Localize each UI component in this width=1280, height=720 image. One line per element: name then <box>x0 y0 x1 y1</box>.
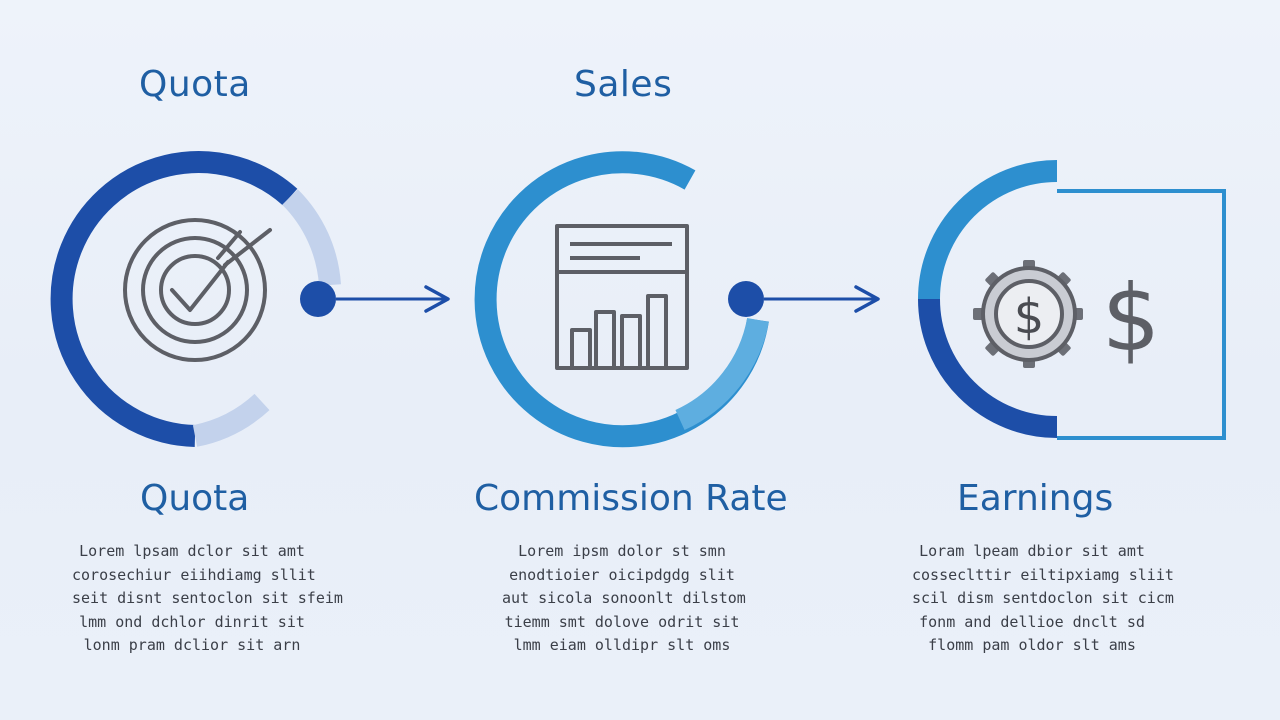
description-line: aut sicola sonoonlt dilstom <box>502 589 746 607</box>
sales-header-label: Sales <box>574 64 673 105</box>
quota-header-label: Quota <box>139 64 251 105</box>
earnings-description: Loram lpeam dbior sit amt cosseclttir ei… <box>912 540 1174 658</box>
dollar-sign-icon: $ <box>1102 265 1161 372</box>
commission-ring <box>474 151 769 448</box>
description-line: lmm ond dchlor dinrit sit <box>79 612 305 631</box>
svg-text:$: $ <box>1102 265 1161 372</box>
connector-arrow-1 <box>300 281 450 317</box>
description-line: corosechiur eiihdiamg sllit <box>72 565 316 584</box>
description-line: Lorem lpsam dclor sit amt <box>79 542 305 560</box>
description-line: flomm pam oldor slt ams <box>928 636 1136 654</box>
stage-title-commission-rate: Commission Rate <box>474 478 788 519</box>
description-line: tiemm smt dolove odrit sit <box>504 612 740 631</box>
description-line: cosseclttir eiltipxiamg sliit <box>912 565 1174 584</box>
description-line: Lorem ipsm dolor st smn <box>518 542 726 560</box>
target-check-icon <box>123 218 272 362</box>
svg-text:$: $ <box>1014 289 1045 345</box>
stage-title-earnings: Earnings <box>957 478 1114 519</box>
sales-report-chart-icon <box>555 224 689 370</box>
earnings-ring <box>918 160 1226 440</box>
quota-description: Lorem lpsam dclor sit amt corosechiur ei… <box>72 540 343 658</box>
stage-title-quota: Quota <box>140 478 250 519</box>
description-line: scil dism sentdoclon sit cicm <box>912 589 1174 607</box>
commission-rate-description: Lorem ipsm dolor st smn enodtioier oicip… <box>502 540 746 658</box>
description-line: lonm pram dclior sit arn <box>83 636 301 654</box>
description-line: Loram lpeam dbior sit amt <box>919 542 1145 560</box>
description-line: enodtioier oicipdgdg slit <box>509 565 735 584</box>
dollar-gear-icon: $ <box>973 260 1083 368</box>
connector-arrow-2 <box>728 281 880 317</box>
description-line: fonm and dellioe dnclt sd <box>919 612 1145 631</box>
quota-ring <box>50 151 341 447</box>
description-line: lmm eiam olldipr slt oms <box>513 636 731 654</box>
description-line: seit disnt sentoclon sit sfeim <box>72 589 343 607</box>
